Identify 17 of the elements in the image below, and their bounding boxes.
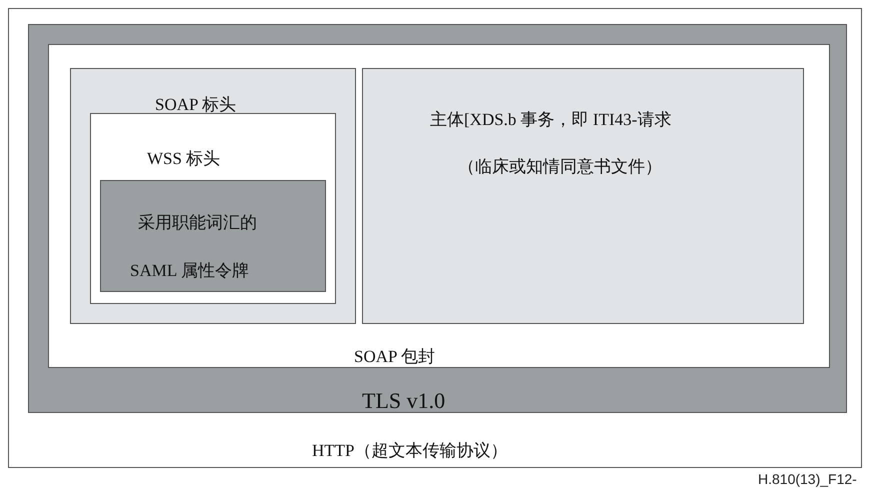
box-label: SOAP 标头 (155, 94, 236, 115)
box-label: WSS 标头 (147, 148, 220, 169)
token-box (100, 180, 326, 292)
layer-box (28, 24, 847, 413)
protocol-box (8, 8, 862, 468)
box-label: 主体[XDS.b 事务，即 ITI43-请求 (430, 109, 672, 130)
envelope-box (48, 44, 830, 368)
box-label: SAML 属性令牌 (130, 260, 249, 281)
box-label: TLS v1.0 (362, 388, 446, 414)
header-box (70, 68, 356, 324)
box-label: SOAP 包封 (354, 346, 436, 367)
body-box (362, 68, 804, 324)
figure-number: H.810(13)_F12- (758, 471, 857, 487)
box-label: HTTP（超文本传输协议） (312, 440, 508, 461)
box-label: 采用职能词汇的 (138, 212, 257, 233)
box-label: （临床或知情同意书文件） (458, 156, 662, 177)
header-box (90, 113, 336, 304)
